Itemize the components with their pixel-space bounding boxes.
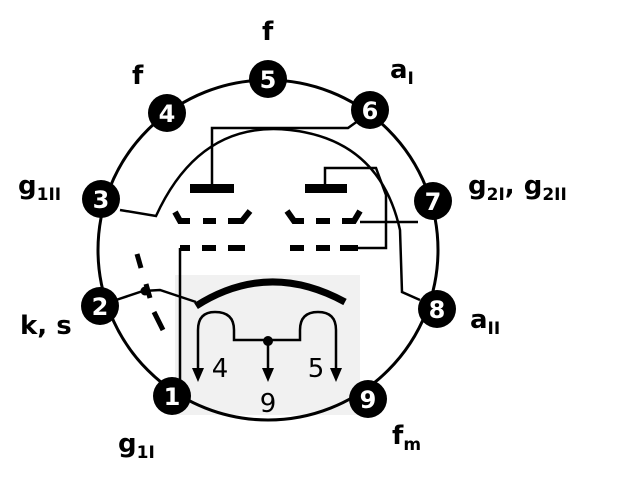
pin-9-label: fm (392, 421, 421, 455)
pin-9: 9 (349, 380, 387, 418)
heater-label-4: 4 (212, 354, 229, 384)
arrow-down-icon (262, 368, 274, 382)
svg-text:4: 4 (159, 100, 176, 128)
pin-8-label: aII (470, 305, 500, 339)
junction-dot (140, 286, 150, 296)
svg-text:8: 8 (429, 296, 446, 324)
pin-2: 2 (81, 287, 119, 325)
svg-text:6: 6 (362, 97, 379, 125)
cathode-wire (115, 288, 197, 304)
pin-4-label: f (132, 61, 144, 91)
pin-3: 3 (82, 180, 120, 218)
pin-5-label: f (262, 17, 274, 47)
pin-6-label: aI (390, 55, 414, 89)
heater-label-5: 5 (308, 354, 325, 384)
arrow-down-icon (330, 368, 342, 382)
pin-6: 6 (351, 91, 389, 129)
pin-5: 5 (249, 60, 287, 98)
pin-4: 4 (148, 94, 186, 132)
svg-text:9: 9 (360, 386, 377, 414)
pin-7-label: g2I, g2II (468, 171, 567, 205)
svg-text:2: 2 (92, 293, 109, 321)
screen-grid (172, 209, 363, 224)
svg-text:3: 3 (93, 186, 110, 214)
grid-1-2-wire (119, 127, 421, 302)
pin-1-label: g1I (118, 429, 155, 463)
anode-2-plate (305, 184, 347, 193)
arrow-down-icon (192, 368, 204, 382)
heater-junction-dot (263, 336, 273, 346)
svg-text:7: 7 (425, 188, 442, 216)
pin-7: 7 (414, 182, 452, 220)
svg-text:1: 1 (164, 383, 181, 411)
cathode (194, 278, 347, 309)
pin-8: 8 (418, 290, 456, 328)
pin-2-label: k, s (20, 311, 72, 341)
svg-text:5: 5 (260, 66, 277, 94)
pin-1: 1 (153, 377, 191, 415)
heater-label-9: 9 (260, 389, 277, 419)
pin-3-label: g1II (18, 171, 61, 205)
internal-wiring (115, 116, 421, 382)
heater-arrows (192, 368, 342, 382)
anode-1-plate (190, 184, 234, 193)
anode-2-wire (323, 166, 388, 250)
